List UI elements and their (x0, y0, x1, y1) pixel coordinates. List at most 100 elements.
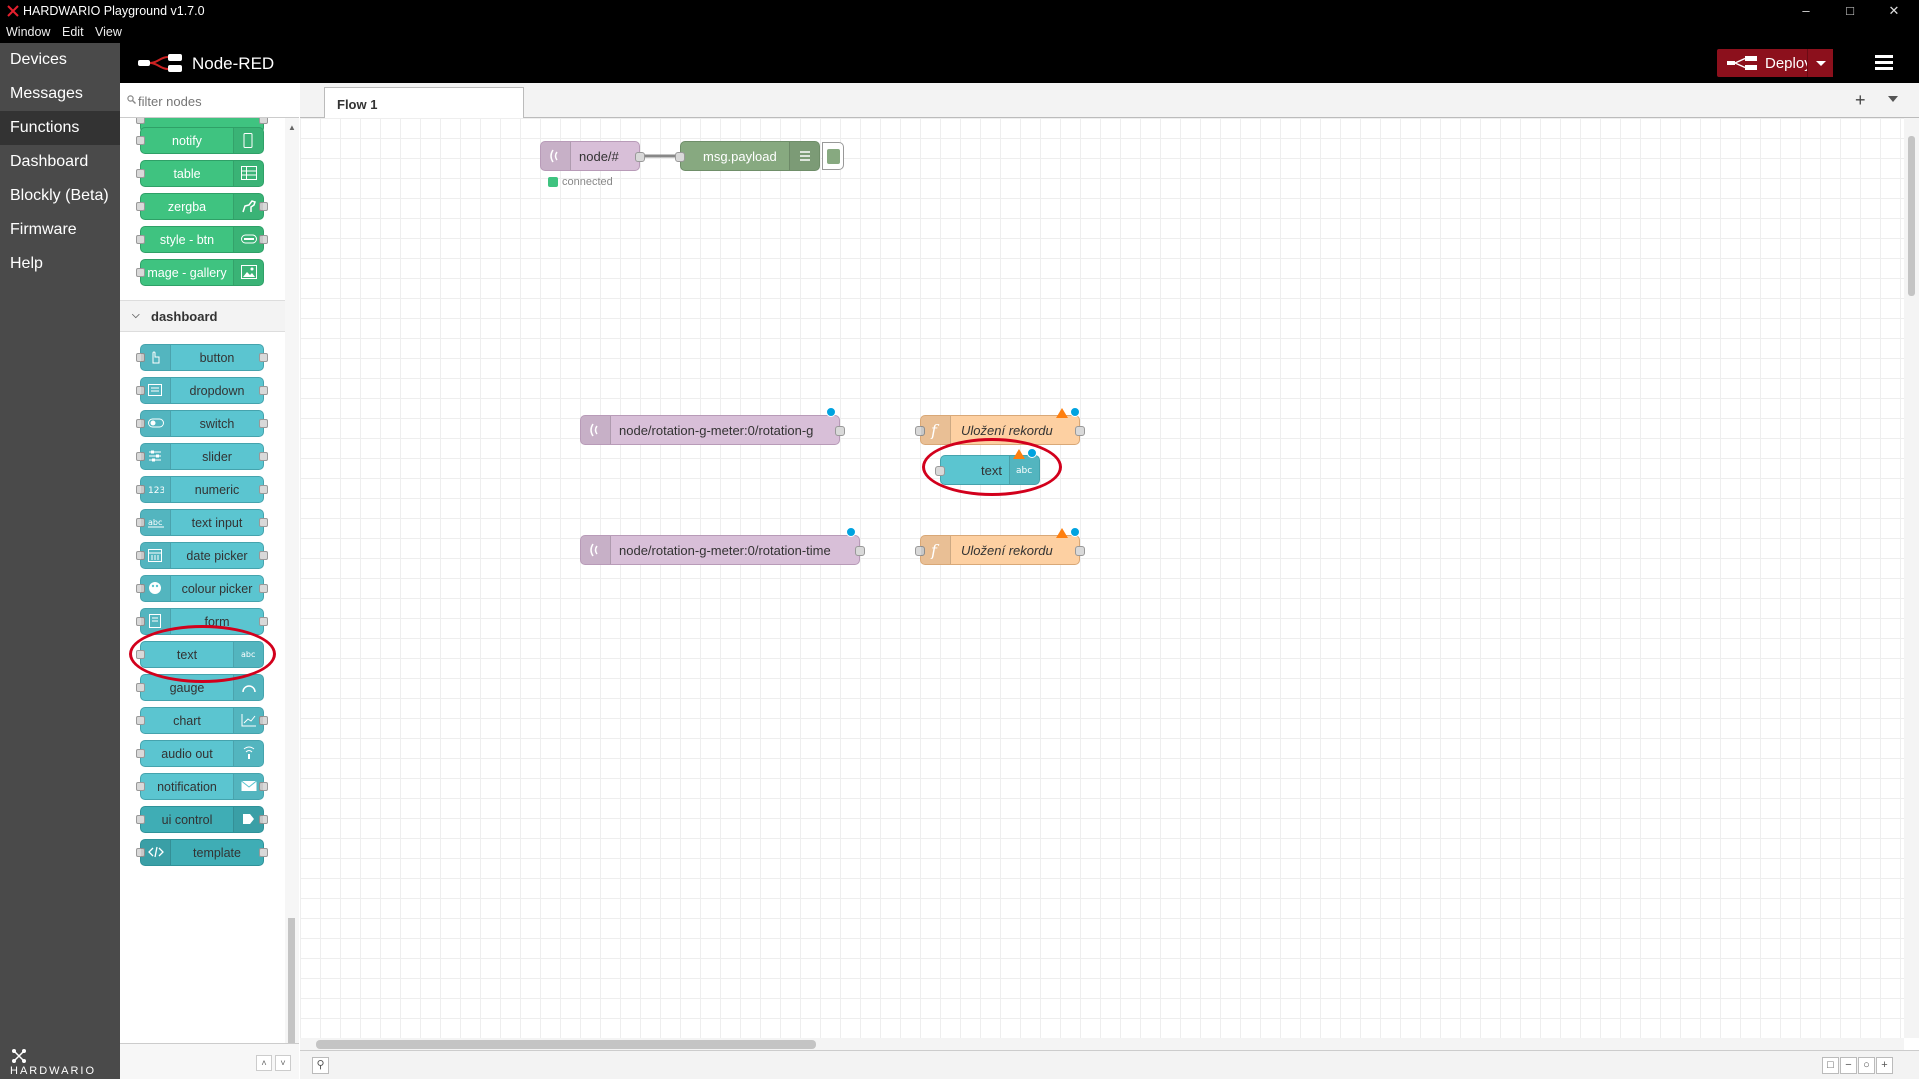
palette-node-zergba[interactable]: zergba (136, 193, 268, 220)
node-label: text input (191, 516, 243, 530)
tab-flow-1[interactable]: Flow 1 (324, 87, 524, 119)
changed-badge (1070, 527, 1080, 537)
palette-scrollbar-thumb[interactable] (288, 918, 295, 1079)
node-red-logo-icon (138, 54, 182, 72)
zoom-in-button[interactable]: + (1876, 1057, 1893, 1074)
nav-messages[interactable]: Messages (10, 85, 83, 102)
palette-node-colour-picker[interactable]: colour picker (136, 575, 268, 602)
palette-node-text-input[interactable]: abc text input (136, 509, 268, 536)
flow-node-mqtt-in-all[interactable]: node/# (540, 141, 645, 171)
palette-node-date-picker[interactable]: date picker (136, 542, 268, 569)
node-label: style - btn (159, 233, 215, 247)
minimize-button[interactable]: – (1802, 3, 1810, 18)
node-label: Uložení rekordu (961, 543, 1053, 558)
close-button[interactable]: ✕ (1888, 3, 1900, 18)
vertical-scrollbar-thumb[interactable] (1908, 136, 1915, 296)
input-port (136, 353, 145, 362)
collapse-all-icon[interactable]: ˄ (256, 1055, 272, 1071)
category-label: dashboard (151, 309, 218, 324)
filter-nodes-input[interactable] (138, 92, 288, 110)
mqtt-signal-icon (581, 536, 611, 564)
nav-functions[interactable]: Functions (0, 111, 120, 145)
input-port (136, 202, 145, 211)
input-port[interactable] (915, 426, 925, 436)
add-flow-icon[interactable]: + (1855, 90, 1866, 110)
menu-view[interactable]: View (95, 25, 122, 39)
node-label: numeric (194, 483, 240, 497)
input-port[interactable] (675, 152, 685, 162)
canvas-horizontal-scrollbar[interactable] (300, 1038, 1904, 1050)
navigator-button[interactable]: □ (1822, 1057, 1839, 1074)
scroll-up-icon[interactable]: ▲ (288, 123, 296, 132)
chevron-down-icon: ⌵ (132, 310, 140, 321)
palette-node-audio-out[interactable]: audio out (136, 740, 264, 767)
input-port (136, 386, 145, 395)
palette-node-dropdown[interactable]: dropdown (136, 377, 268, 404)
debug-toggle-button[interactable] (822, 142, 844, 170)
nav-firmware[interactable]: Firmware (10, 221, 77, 238)
menu-edit[interactable]: Edit (62, 25, 84, 39)
output-port[interactable] (855, 546, 865, 556)
output-port (259, 518, 268, 527)
output-port (259, 235, 268, 244)
palette-node-template[interactable]: template (136, 839, 268, 866)
deploy-button[interactable]: Deploy (1717, 49, 1812, 77)
flow-canvas[interactable]: node/# connected msg.payload node/rotati… (300, 118, 1904, 1038)
palette-node-notification[interactable]: notification (136, 773, 268, 800)
mqtt-signal-icon (541, 142, 571, 170)
output-port[interactable] (1075, 546, 1085, 556)
abc-input-icon: abc (141, 510, 171, 535)
palette-node-ui-control[interactable]: ui control (136, 806, 268, 833)
svg-text:123: 123 (148, 486, 164, 496)
search-flows-icon[interactable]: ⚲ (312, 1057, 329, 1074)
palette-node-numeric[interactable]: 123 numeric (136, 476, 268, 503)
numeric-123-icon: 123 (141, 477, 171, 502)
output-port (259, 386, 268, 395)
palette-node-switch[interactable]: switch (136, 410, 268, 437)
input-port (136, 617, 145, 626)
input-port[interactable] (915, 546, 925, 556)
palette-node-notify[interactable]: notify (136, 127, 264, 154)
input-port (136, 551, 145, 560)
flow-node-debug[interactable]: msg.payload (675, 141, 820, 171)
flow-node-mqtt-rotation-g[interactable]: node/rotation-g-meter:0/rotation-g (580, 415, 845, 445)
flow-node-mqtt-rotation-time[interactable]: node/rotation-g-meter:0/rotation-time (580, 535, 865, 565)
input-port (136, 716, 145, 725)
toggle-button-icon (233, 227, 263, 252)
palette-node-chart[interactable]: chart (136, 707, 268, 734)
deploy-label: Deploy (1765, 55, 1812, 72)
zoom-out-button[interactable]: − (1840, 1057, 1857, 1074)
workspace-footer: ⚲ □ − ○ + (300, 1050, 1919, 1079)
main-menu-icon[interactable] (1875, 55, 1893, 71)
nav-devices[interactable]: Devices (10, 51, 67, 68)
window-title: HARDWARIO Playground v1.7.0 (23, 4, 205, 18)
deploy-options-button[interactable] (1807, 49, 1833, 77)
palette-node-image-gallery[interactable]: mage - gallery (136, 259, 264, 286)
nav-help[interactable]: Help (10, 255, 43, 272)
palette-node-slider[interactable]: slider (136, 443, 268, 470)
input-port (136, 235, 145, 244)
highlight-ring-palette-text (129, 625, 276, 683)
input-port (136, 815, 145, 824)
function-icon: f (921, 416, 951, 444)
zoom-reset-button[interactable]: ○ (1858, 1057, 1875, 1074)
horizontal-scrollbar-thumb[interactable] (316, 1040, 816, 1049)
palette-node-table[interactable]: table (136, 160, 264, 187)
palette-scrollbar[interactable]: ▲ (285, 118, 299, 1079)
palette-category-dashboard[interactable]: ⌵ dashboard (120, 300, 285, 332)
palette-node-button[interactable]: button (136, 344, 268, 371)
expand-all-icon[interactable]: ˅ (275, 1055, 291, 1071)
hand-point-right-icon (233, 807, 263, 832)
flow-node-function-2[interactable]: f Uložení rekordu (915, 535, 1085, 565)
output-port[interactable] (835, 426, 845, 436)
nav-dashboard[interactable]: Dashboard (10, 153, 89, 170)
wires-layer (642, 154, 680, 158)
flow-list-chevron-icon[interactable] (1888, 96, 1898, 102)
palette-node-style-btn[interactable]: style - btn (136, 226, 268, 253)
output-port[interactable] (1075, 426, 1085, 436)
canvas-vertical-scrollbar[interactable] (1904, 118, 1919, 1038)
output-port[interactable] (635, 152, 645, 162)
nav-blockly[interactable]: Blockly (Beta) (10, 187, 109, 204)
menu-window[interactable]: Window (6, 25, 51, 39)
maximize-button[interactable]: □ (1846, 3, 1854, 18)
